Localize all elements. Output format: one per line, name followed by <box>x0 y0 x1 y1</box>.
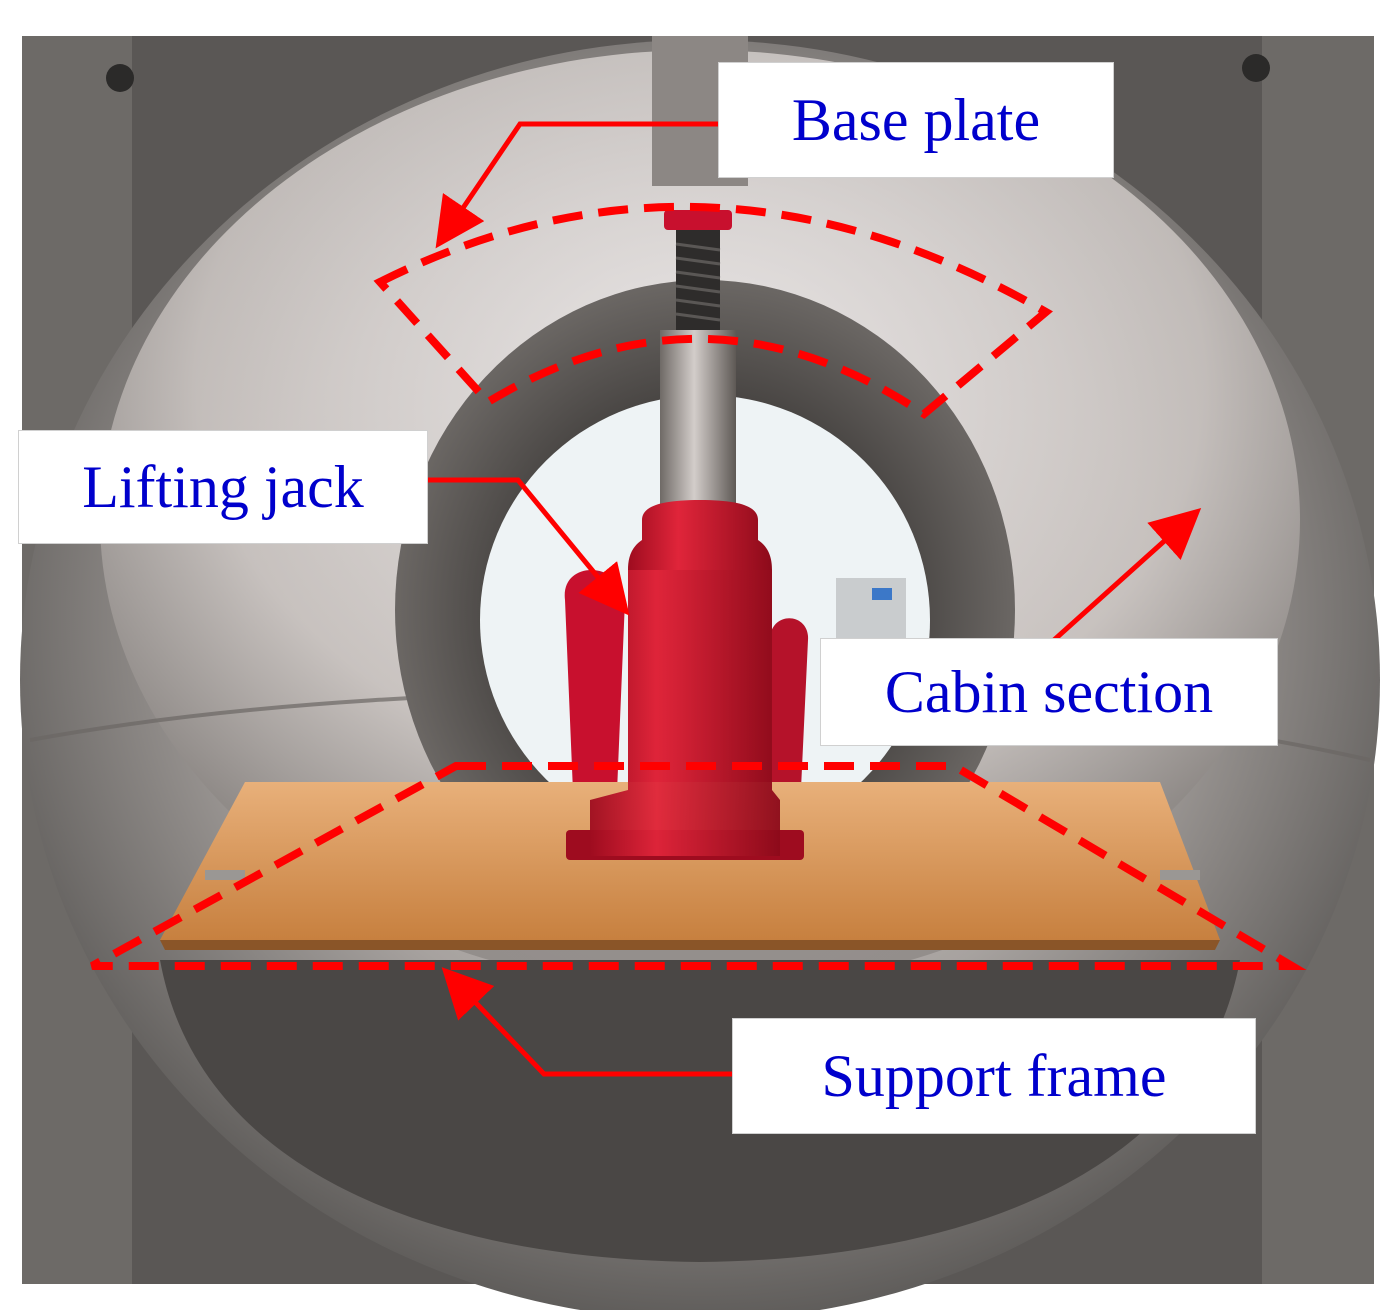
base-plate-label-text: Base plate <box>791 86 1041 153</box>
bolt-hole-icon <box>1242 54 1270 82</box>
support-plate-edge <box>160 940 1220 950</box>
background-cabinet <box>836 578 906 648</box>
base-plate-arrow <box>435 121 718 249</box>
support-rail-right <box>1160 870 1200 880</box>
support-rail-left <box>205 870 245 880</box>
base-plate-outline <box>373 202 1053 419</box>
jack-handle-left <box>564 570 625 840</box>
lifting-jack-label-text: Lifting jack <box>82 453 364 520</box>
support-frame-label-text: Support frame <box>821 1042 1167 1109</box>
support-frame-outline <box>90 762 1307 970</box>
lifting-jack-label: Lifting jack <box>18 430 428 544</box>
support-frame-label: Support frame <box>732 1018 1256 1134</box>
cabin-section-label: Cabin section <box>820 638 1278 746</box>
screw-threads <box>675 242 721 322</box>
support-plate <box>160 782 1220 940</box>
jack-body-front <box>590 570 780 856</box>
support-frame-arrow <box>441 967 732 1077</box>
bolt-hole-icon <box>106 64 134 92</box>
jack-cap <box>664 210 732 230</box>
jack-rod <box>660 330 736 520</box>
cabin-section-label-text: Cabin section <box>884 658 1214 725</box>
lifting-jack-arrow <box>428 477 630 616</box>
base-plate-label: Base plate <box>718 62 1114 178</box>
cabinet-display <box>872 588 892 600</box>
